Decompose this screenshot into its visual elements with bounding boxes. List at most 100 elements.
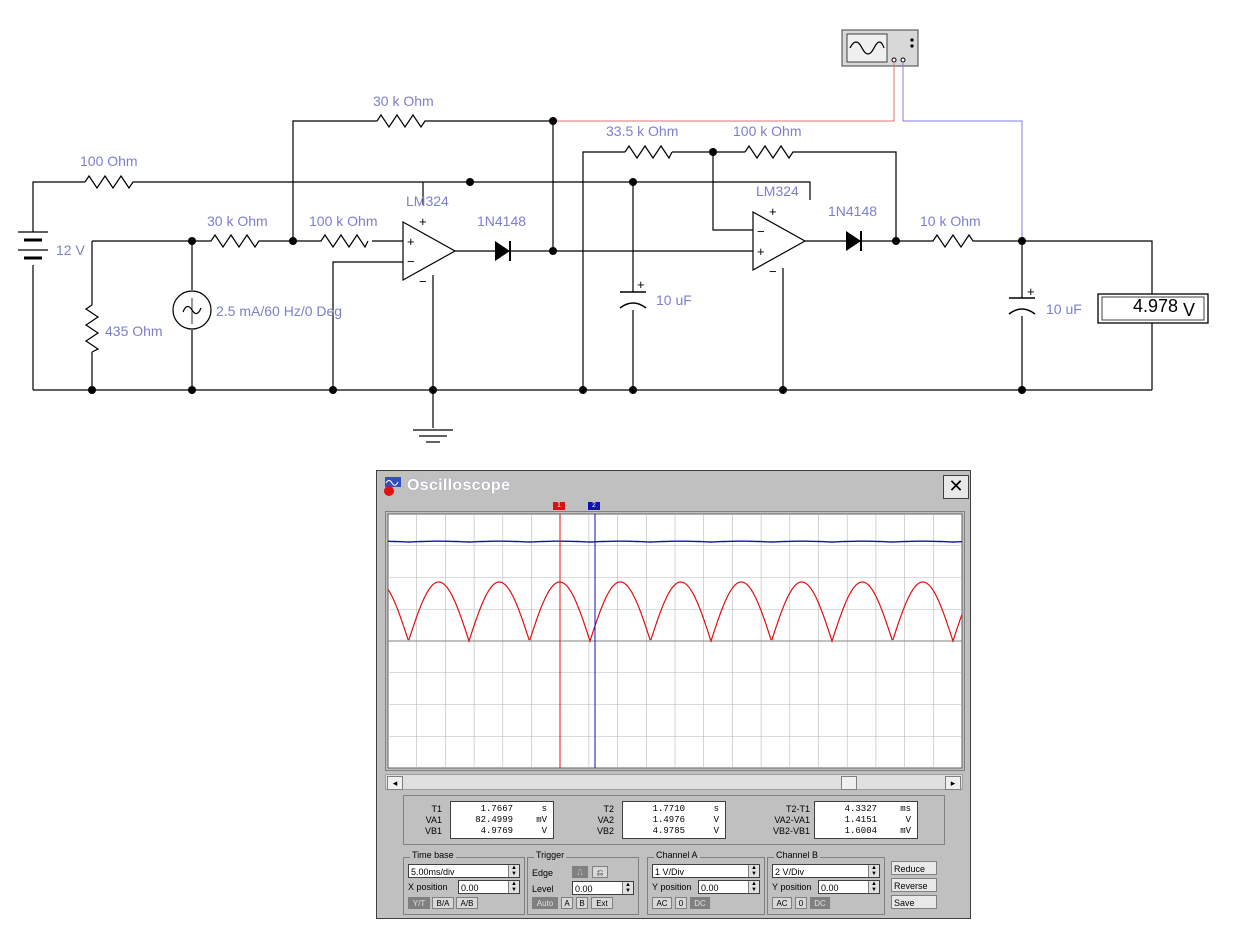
channel-a-scale-select[interactable]: 1 V/Div ▲▼ xyxy=(652,864,760,878)
resistor-100ohm[interactable] xyxy=(84,174,135,190)
reduce-button[interactable]: Reduce xyxy=(891,861,937,875)
channel-b-zero-button[interactable]: 0 xyxy=(795,897,807,909)
readout-box-1: 1.7667 s 82.4999 mV 4.9769 V xyxy=(450,801,554,839)
vb1-label: VB1 xyxy=(424,826,442,836)
save-button[interactable]: Save xyxy=(891,895,937,909)
channel-a-ypos-spin-icon[interactable]: ▲▼ xyxy=(748,881,759,893)
channel-b-dc-button[interactable]: DC xyxy=(810,897,830,909)
edge-rising-icon[interactable]: ⎍ xyxy=(572,866,588,878)
xpos-label: X position xyxy=(408,882,448,892)
xpos-spin-icon[interactable]: ▲▼ xyxy=(508,881,519,893)
timebase-value: 5.00ms/div xyxy=(411,867,455,877)
resistor-100k-feedback[interactable] xyxy=(744,144,795,160)
channel-b-ypos-input[interactable]: 0.00 ▲▼ xyxy=(818,880,880,894)
vb1-value: 4.9769 xyxy=(480,826,513,836)
opamp2-inplus-sign: + xyxy=(757,244,765,259)
cap1-plus-sign: + xyxy=(637,277,645,292)
scroll-thumb[interactable] xyxy=(841,776,857,790)
label-r-100k-feedback: 100 k Ohm xyxy=(733,123,801,139)
t2-t1-label: T2-T1 xyxy=(785,804,810,814)
cursor-1-marker[interactable]: 1 xyxy=(553,502,565,510)
readout-box-3: 4.3327 ms 1.4151 V 1.6004 mV xyxy=(814,801,918,839)
channel-a-scale-spin-icon[interactable]: ▲▼ xyxy=(748,865,759,877)
channel-a-dc-button[interactable]: DC xyxy=(690,897,710,909)
t1-label: T1 xyxy=(431,804,442,814)
xpos-input[interactable]: 0.00 ▲▼ xyxy=(458,880,520,894)
cursor-2[interactable] xyxy=(589,512,601,768)
channel-a-ac-button[interactable]: AC xyxy=(652,897,672,909)
trigger-a-button[interactable]: A xyxy=(561,897,573,909)
close-button[interactable]: ✕ xyxy=(943,475,969,499)
capacitor2-icon[interactable] xyxy=(1008,297,1036,315)
resistor-33k[interactable] xyxy=(624,144,673,160)
channel-b-ypos-spin-icon[interactable]: ▲▼ xyxy=(868,881,879,893)
cursor-1[interactable] xyxy=(554,512,566,768)
va2-va1-value: 1.4151 xyxy=(844,815,877,825)
probe-a-wire xyxy=(553,62,895,122)
ac-source-icon[interactable] xyxy=(172,290,212,330)
timebase-group: Time base 5.00ms/div ▲▼ X position 0.00 … xyxy=(403,850,525,915)
mode-yt-button[interactable]: Y/T xyxy=(408,897,430,909)
trigger-auto-button[interactable]: Auto xyxy=(532,897,558,909)
opamp1-inminus-sign: − xyxy=(407,254,415,269)
channel-b-ac-button[interactable]: AC xyxy=(772,897,792,909)
label-r-10k: 10 k Ohm xyxy=(920,213,981,229)
level-spin-icon[interactable]: ▲▼ xyxy=(622,882,633,894)
channel-b-trace xyxy=(388,540,963,543)
mode-ab-button[interactable]: A/B xyxy=(456,897,478,909)
cursor-readouts: T1 VA1 VB1 1.7667 s 82.4999 mV 4.9769 V … xyxy=(403,795,945,845)
reverse-button[interactable]: Reverse xyxy=(891,878,937,892)
oscilloscope-instrument-icon[interactable] xyxy=(841,29,919,67)
channel-a-ypos-input[interactable]: 0.00 ▲▼ xyxy=(698,880,760,894)
trigger-ext-button[interactable]: Ext xyxy=(591,897,613,909)
trigger-b-button[interactable]: B xyxy=(576,897,588,909)
channel-b-ypos-label: Y position xyxy=(772,882,812,892)
diode2-icon[interactable] xyxy=(846,231,862,251)
oscilloscope-app-icon xyxy=(384,477,401,496)
resistor-435ohm[interactable] xyxy=(84,304,100,353)
battery-icon[interactable] xyxy=(18,231,48,260)
level-input[interactable]: 0.00 ▲▼ xyxy=(572,881,634,895)
label-battery: 12 V xyxy=(56,242,85,258)
scope-plot xyxy=(387,512,963,769)
title-bar[interactable]: Oscilloscope ✕ xyxy=(377,471,970,501)
vb2-unit: V xyxy=(713,826,719,836)
timebase-spin-icon[interactable]: ▲▼ xyxy=(508,865,519,877)
opamp1-vminus-sign: − xyxy=(419,274,427,289)
opamp2-icon[interactable] xyxy=(752,210,807,272)
resistor-30k-input[interactable] xyxy=(205,233,265,249)
voltmeter-value: 4.978 xyxy=(1133,296,1178,316)
label-cap2: 10 uF xyxy=(1046,301,1082,317)
voltmeter-unit: V xyxy=(1183,300,1195,320)
capacitor1-icon[interactable] xyxy=(619,291,647,309)
scroll-left-icon[interactable]: ◂ xyxy=(387,776,403,790)
resistor-10k[interactable] xyxy=(925,233,980,249)
t2-label: T2 xyxy=(603,804,614,814)
channel-b-scale-spin-icon[interactable]: ▲▼ xyxy=(868,865,879,877)
channel-b-scale-value: 2 V/Div xyxy=(775,867,805,877)
timebase-select[interactable]: 5.00ms/div ▲▼ xyxy=(408,864,520,878)
vb2-vb1-unit: mV xyxy=(900,826,911,836)
channel-a-ypos-value: 0.00 xyxy=(701,883,719,893)
vb2-value: 4.9785 xyxy=(652,826,685,836)
vb1-unit: V xyxy=(541,826,547,836)
mode-ba-button[interactable]: B/A xyxy=(432,897,454,909)
opamp1-icon[interactable] xyxy=(402,220,457,282)
voltmeter[interactable]: 4.978 V xyxy=(1097,293,1209,324)
resistor-30k-top[interactable] xyxy=(376,113,430,129)
diode1-icon[interactable] xyxy=(495,241,511,261)
t1-value: 1.7667 xyxy=(480,804,513,814)
xpos-value: 0.00 xyxy=(461,883,479,893)
readout-box-2: 1.7710 s 1.4976 V 4.9785 V xyxy=(622,801,726,839)
horizontal-scrollbar[interactable]: ◂ ▸ xyxy=(385,774,963,790)
label-cap1: 10 uF xyxy=(656,292,692,308)
channel-b-scale-select[interactable]: 2 V/Div ▲▼ xyxy=(772,864,880,878)
resistor-100k-input[interactable] xyxy=(315,233,369,249)
label-r-33k: 33.5 k Ohm xyxy=(606,123,678,139)
scroll-right-icon[interactable]: ▸ xyxy=(945,776,961,790)
circuit-schematic: 4.978 V 30 k Ohm 100 Ohm 30 k Ohm 100 k … xyxy=(18,29,1209,443)
channel-b-title: Channel B xyxy=(774,850,821,860)
channel-a-zero-button[interactable]: 0 xyxy=(675,897,687,909)
edge-falling-icon[interactable]: ⎌ xyxy=(592,866,608,878)
cursor-2-marker[interactable]: 2 xyxy=(588,502,600,510)
